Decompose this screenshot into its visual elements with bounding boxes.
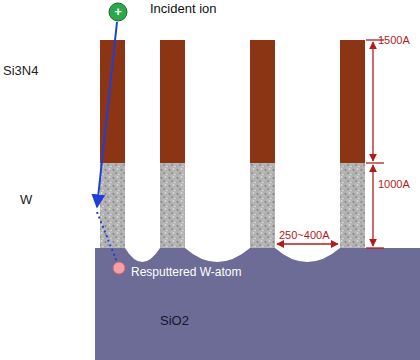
- ion-charge: +: [114, 5, 122, 19]
- dimension-label: 1000A: [378, 178, 410, 190]
- si3n4-caps: [100, 40, 365, 163]
- layer-label: SiO2: [160, 314, 189, 328]
- ion-trajectory: [97, 22, 117, 207]
- layer-label: Si3N4: [3, 64, 38, 78]
- layer-label: W: [20, 193, 32, 207]
- ion-label: Incident ion: [150, 2, 217, 16]
- sio2-layer: [95, 248, 420, 360]
- resputtered-atom: [113, 262, 125, 274]
- resputter-path: [97, 212, 117, 262]
- dimension-label: 1500A: [378, 34, 410, 46]
- w-pillars: [100, 163, 365, 248]
- annotation-label: Resputtered W-atom: [131, 266, 242, 279]
- dimension-label: 250~400A: [279, 229, 329, 241]
- incident-ion: [109, 3, 127, 21]
- dimension-lines: [277, 40, 384, 248]
